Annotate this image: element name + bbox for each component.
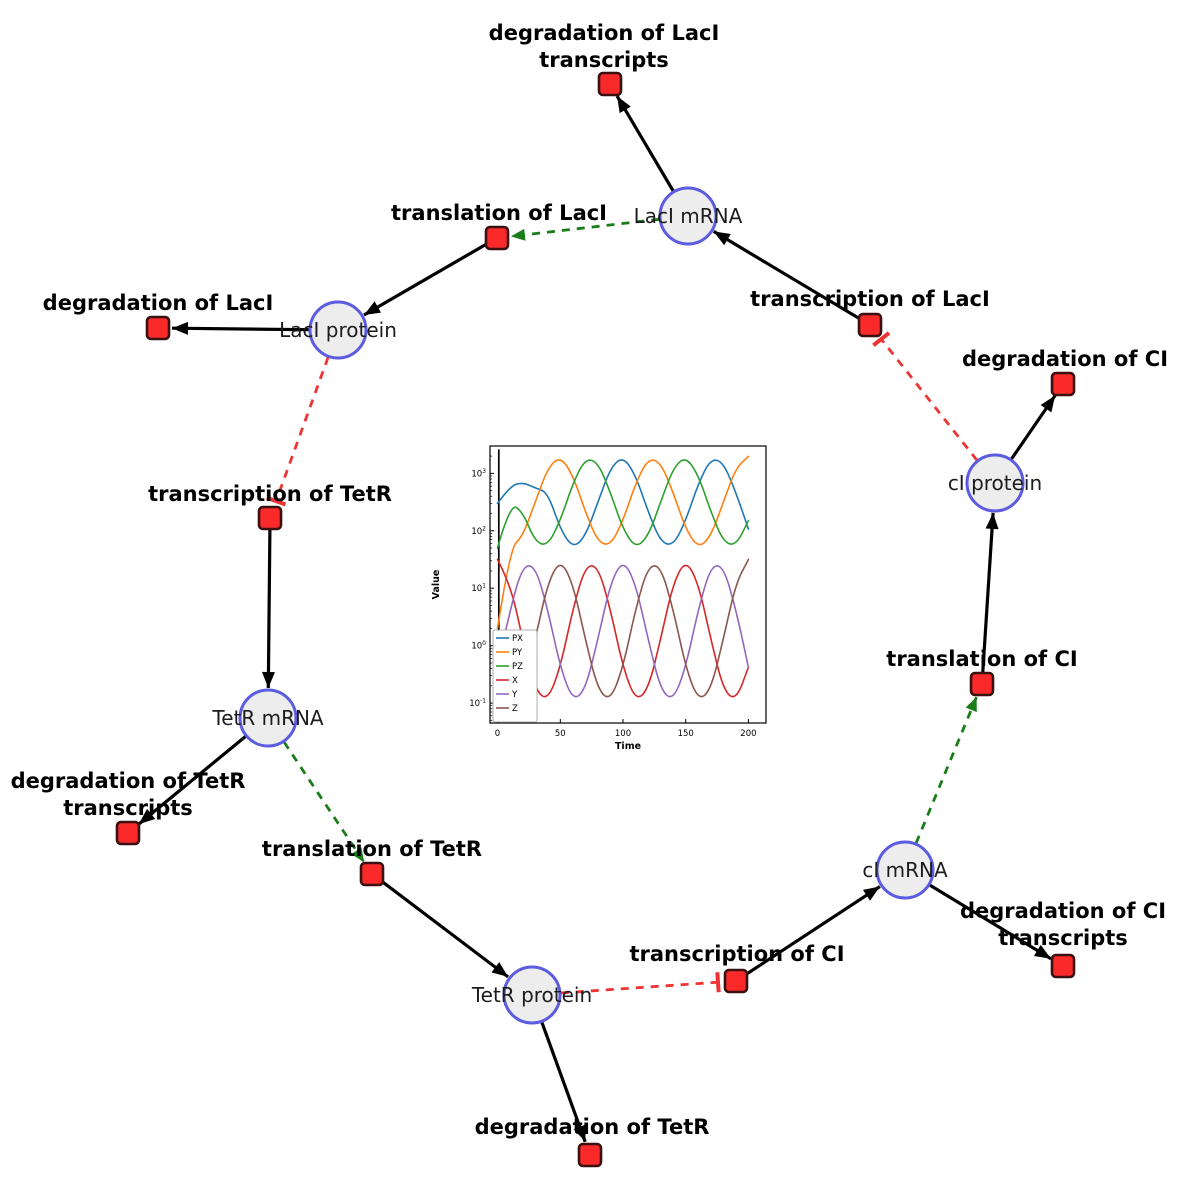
svg-text:Y: Y bbox=[511, 690, 518, 700]
edge-production-tl_laci-laci_protein bbox=[363, 242, 488, 317]
edge-modifier-laci_mrna-tl_laci bbox=[510, 217, 660, 241]
reaction-node-tl_tetr[interactable] bbox=[359, 861, 385, 887]
svg-text:PZ: PZ bbox=[512, 662, 523, 672]
species-label-laci_mrna: LacI mRNA bbox=[634, 204, 743, 228]
edge-production-tr_laci-laci_mrna bbox=[712, 230, 861, 321]
reaction-label-tl_laci: translation of LacI bbox=[391, 201, 607, 225]
svg-text:102: 102 bbox=[471, 525, 486, 537]
reaction-label-deg_ci: degradation of CI bbox=[962, 347, 1168, 371]
edge-production-tl_tetr-tetr_protein bbox=[380, 879, 510, 979]
reaction-node-tr_ci[interactable] bbox=[723, 968, 749, 994]
reaction-label-deg_ci_tx: degradation of CI bbox=[960, 899, 1166, 923]
edge-inhibition-tetr_protein-tr_ci bbox=[560, 972, 721, 995]
reaction-label-deg_laci_tx: transcripts bbox=[539, 48, 669, 72]
species-label-ci_protein: cI protein bbox=[948, 471, 1042, 495]
species-node-tetr_protein[interactable] bbox=[502, 965, 562, 1025]
edge-production-tl_ci-ci_protein bbox=[981, 512, 999, 673]
edge-production-tr_tetr-tetr_mrna bbox=[261, 529, 275, 689]
reaction-node-deg_tetr[interactable] bbox=[577, 1142, 603, 1168]
reaction-label-tr_laci: transcription of LacI bbox=[750, 287, 990, 311]
reaction-label-deg_laci: degradation of LacI bbox=[43, 291, 274, 315]
svg-text:10-1: 10-1 bbox=[469, 698, 486, 710]
svg-text:150: 150 bbox=[678, 729, 694, 739]
legend-item-PX: PX bbox=[496, 634, 523, 644]
legend-item-Z: Z bbox=[496, 704, 518, 714]
edge-inhibition-laci_protein-tr_tetr bbox=[266, 356, 330, 507]
species-node-laci_protein[interactable] bbox=[308, 300, 368, 360]
species-node-ci_protein[interactable] bbox=[965, 453, 1025, 513]
svg-text:PY: PY bbox=[512, 648, 523, 658]
series-PX bbox=[496, 459, 750, 546]
y-axis: 10-1 100 101 102 103 bbox=[469, 455, 494, 721]
svg-text:100: 100 bbox=[615, 729, 631, 739]
series-PY bbox=[496, 455, 750, 630]
edges-layer bbox=[137, 95, 1057, 1143]
svg-text:100: 100 bbox=[471, 640, 486, 652]
svg-text:PX: PX bbox=[512, 634, 523, 644]
species-node-ci_mrna[interactable] bbox=[875, 840, 935, 900]
reaction-label-deg_laci_tx: degradation of LacI bbox=[489, 21, 720, 45]
reaction-label-tl_ci: translation of CI bbox=[886, 647, 1077, 671]
reaction-node-deg_laci_tx[interactable] bbox=[597, 71, 623, 97]
series-Y bbox=[496, 564, 750, 698]
species-label-tetr_mrna: TetR mRNA bbox=[211, 706, 324, 730]
edge-consumption-ci_mrna-deg_ci_tx bbox=[928, 883, 1052, 961]
reaction-label-tl_tetr: translation of TetR bbox=[262, 837, 482, 861]
edge-consumption-laci_mrna-deg_laci_tx bbox=[615, 95, 675, 192]
reaction-label-deg_tetr_tx: degradation of TetR bbox=[11, 769, 246, 793]
reaction-node-tl_ci[interactable] bbox=[969, 671, 995, 697]
svg-text:0: 0 bbox=[495, 729, 500, 739]
edge-modifier-tetr_mrna-tl_tetr bbox=[282, 741, 366, 864]
legend-item-Y: Y bbox=[496, 690, 518, 700]
legend-item-PZ: PZ bbox=[496, 662, 523, 672]
svg-text:200: 200 bbox=[740, 729, 756, 739]
reaction-node-tr_laci[interactable] bbox=[857, 312, 883, 338]
svg-text:Z: Z bbox=[512, 704, 518, 714]
legend-item-X: X bbox=[496, 676, 518, 686]
series-Z bbox=[496, 558, 750, 698]
reaction-label-tr_ci: transcription of CI bbox=[629, 942, 844, 966]
species-label-tetr_protein: TetR protein bbox=[471, 983, 592, 1007]
edge-consumption-laci_protein-deg_laci bbox=[171, 321, 310, 335]
svg-text:50: 50 bbox=[555, 729, 566, 739]
reaction-node-deg_ci[interactable] bbox=[1050, 371, 1076, 397]
edge-inhibition-ci_protein-tr_laci bbox=[872, 331, 979, 462]
reaction-node-tl_laci[interactable] bbox=[484, 225, 510, 251]
species-node-laci_mrna[interactable] bbox=[658, 186, 718, 246]
species-node-tetr_mrna[interactable] bbox=[238, 688, 298, 748]
reaction-label-deg_tetr_tx: transcripts bbox=[63, 796, 193, 820]
svg-text:X: X bbox=[512, 676, 518, 686]
edge-modifier-ci_mrna-tl_ci bbox=[914, 696, 978, 844]
reaction-label-deg_tetr: degradation of TetR bbox=[475, 1115, 710, 1139]
chart-legend: PX PY PZ XYZ bbox=[492, 629, 538, 723]
edge-consumption-ci_protein-deg_ci bbox=[1010, 394, 1057, 461]
reaction-node-deg_ci_tx[interactable] bbox=[1050, 953, 1076, 979]
y-axis-label: Value bbox=[431, 570, 442, 600]
reaction-node-deg_tetr_tx[interactable] bbox=[115, 820, 141, 846]
reaction-label-tr_tetr: transcription of TetR bbox=[148, 482, 392, 506]
edge-consumption-tetr_mrna-deg_tetr_tx bbox=[137, 735, 247, 826]
edge-consumption-tetr_protein-deg_tetr bbox=[540, 1021, 587, 1143]
edge-production-tr_ci-ci_mrna bbox=[745, 885, 881, 976]
reaction-node-tr_tetr[interactable] bbox=[257, 505, 283, 531]
species-label-ci_mrna: cI mRNA bbox=[862, 858, 948, 882]
reaction-node-deg_laci[interactable] bbox=[145, 315, 171, 341]
svg-text:103: 103 bbox=[471, 468, 486, 480]
svg-text:101: 101 bbox=[471, 583, 486, 595]
legend-item-PY: PY bbox=[496, 648, 523, 658]
reaction-label-deg_ci_tx: transcripts bbox=[998, 926, 1128, 950]
series-PZ bbox=[496, 459, 750, 549]
nodes-layer bbox=[115, 71, 1076, 1168]
series-X bbox=[496, 558, 750, 698]
x-axis-label: Time bbox=[615, 741, 641, 752]
species-label-laci_protein: LacI protein bbox=[279, 318, 397, 342]
series-lines bbox=[496, 449, 750, 723]
